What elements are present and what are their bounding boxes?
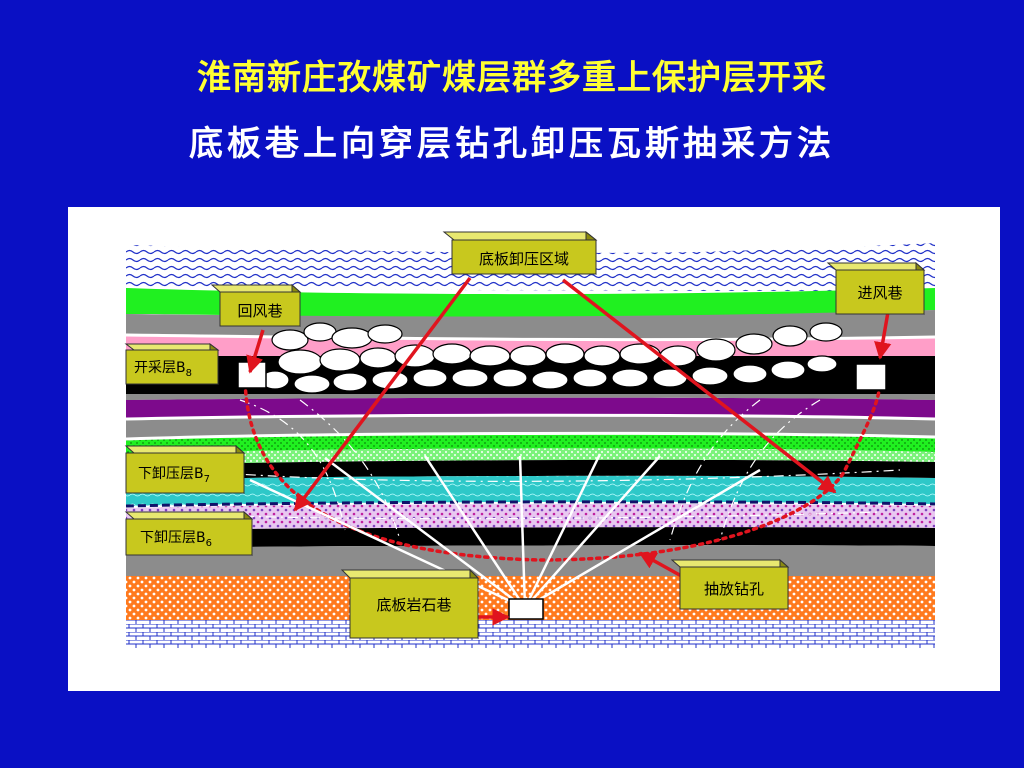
label-intake-airway: 进风巷 <box>826 261 926 316</box>
label-lower-relief-b7: 下卸压层B7 <box>124 444 246 495</box>
intake-airway-roadway <box>855 363 887 391</box>
coal-seam-b6 <box>126 527 935 548</box>
label-drainage-holes: 抽放钻孔 <box>670 558 790 611</box>
cyan-layer <box>126 475 935 506</box>
label-return-airway: 回风巷 <box>210 283 302 328</box>
label-lower-relief-b6: 下卸压层B6 <box>124 510 254 557</box>
label-lower-relief-b6-text: 下卸压层B <box>140 530 206 546</box>
label-mining-seam: 开采层B8 <box>124 343 220 385</box>
slide-title: 淮南新庄孜煤矿煤层群多重上保护层开采 <box>197 58 827 98</box>
svg-text:开采层B8: 开采层B8 <box>134 360 192 379</box>
label-lower-relief-b7-sub: 7 <box>204 474 210 485</box>
label-floor-roadway-text: 底板岩石巷 <box>376 596 451 614</box>
fracture-lines <box>179 399 901 541</box>
label-mining-seam-text: 开采层B <box>134 360 186 376</box>
gray-layer-2 <box>126 394 935 400</box>
dashed-boundary <box>125 500 936 508</box>
svg-text:下卸压层B7: 下卸压层B7 <box>138 466 210 485</box>
label-relief-zone-text: 底板卸压区域 <box>479 250 569 268</box>
label-return-airway-text: 回风巷 <box>237 302 282 320</box>
green-layer-mid <box>126 434 935 454</box>
label-drainage-holes-text: 抽放钻孔 <box>704 580 764 598</box>
svg-text:下卸压层B6: 下卸压层B6 <box>140 530 212 549</box>
pink-dotted-layer <box>126 503 935 530</box>
label-relief-zone: 底板卸压区域 <box>442 230 598 276</box>
label-intake-airway-text: 进风巷 <box>857 284 902 302</box>
label-mining-seam-sub: 8 <box>186 368 192 379</box>
slide-subtitle: 底板巷上向穿层钻孔卸压瓦斯抽采方法 <box>189 124 835 164</box>
label-lower-relief-b7-text: 下卸压层B <box>138 466 204 482</box>
green-layer-top <box>126 288 935 318</box>
floor-rock-roadway <box>508 598 544 620</box>
bottom-brick-layer <box>126 620 935 648</box>
pointer-arrows <box>246 276 892 626</box>
label-floor-roadway: 底板岩石巷 <box>340 568 480 640</box>
label-lower-relief-b6-sub: 6 <box>206 538 212 549</box>
